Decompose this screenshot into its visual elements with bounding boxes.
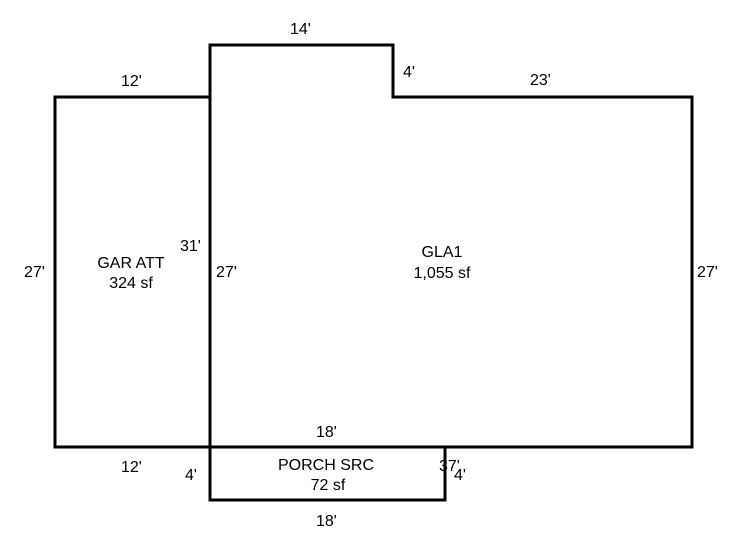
porch-size-label: 72 sf [311, 477, 346, 494]
dimension-garage-left: 27' [24, 264, 45, 281]
dimension-porch-bottom: 18' [316, 513, 337, 530]
porch-outline [208, 445, 447, 502]
dimension-porch-right-b: 4' [454, 467, 466, 484]
porch-name-label: PORCH SRC [278, 457, 374, 474]
dimension-garage-bottom: 12' [121, 459, 142, 476]
dimension-living-bottom: 18' [316, 424, 337, 441]
dimension-living-left: 27' [216, 264, 237, 281]
garage-outline [53, 95, 212, 449]
living-area-name-label: GLA1 [422, 244, 463, 261]
dimension-garage-top: 12' [121, 73, 142, 90]
living-area-size-label: 1,055 sf [414, 265, 471, 282]
garage-name-label: GAR ATT [97, 255, 164, 272]
dimension-living-right: 27' [697, 264, 718, 281]
dimension-living-top-bump: 14' [290, 21, 311, 38]
dimension-living-top-right: 23' [530, 72, 551, 89]
dimension-porch-right-a: 37' [439, 458, 460, 475]
garage-size-label: 324 sf [109, 275, 153, 292]
dimension-porch-left: 4' [185, 467, 197, 484]
dimension-garage-inner-right: 31' [180, 238, 201, 255]
dimension-living-bump-step: 4' [403, 64, 415, 81]
